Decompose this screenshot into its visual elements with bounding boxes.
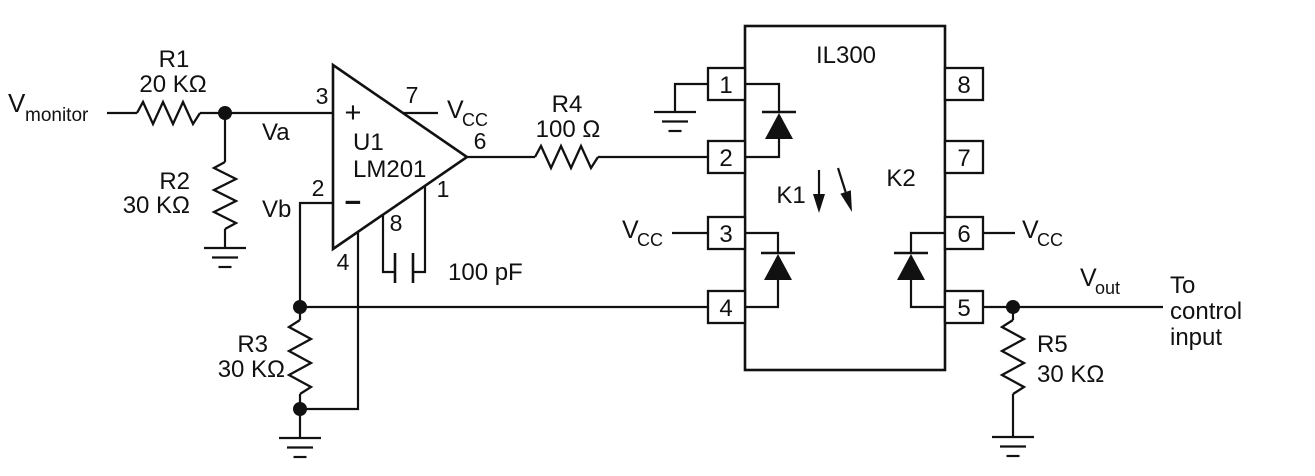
vcc-label-pin3: V bbox=[622, 216, 639, 244]
il300-pin-box-1 bbox=[706, 66, 747, 102]
led-diode-icon bbox=[762, 110, 796, 139]
r3-ref: R3 bbox=[237, 331, 268, 358]
vcc-subscript-pin6: CC bbox=[1037, 230, 1063, 250]
r1-resistor-icon bbox=[135, 99, 201, 127]
il300-pin-3-label: 3 bbox=[719, 221, 732, 248]
output-photodiode-icon bbox=[894, 251, 928, 280]
vb-node-label: Vb bbox=[262, 196, 291, 223]
opamp-ref: U1 bbox=[353, 129, 384, 156]
r4-resistor-icon bbox=[533, 143, 599, 171]
node-dot-vout bbox=[1006, 300, 1020, 314]
ground-icon bbox=[202, 246, 248, 269]
output-note-line1: To bbox=[1170, 272, 1195, 299]
opamp-pin3-label: 3 bbox=[316, 83, 329, 109]
opamp-pin8-label: 8 bbox=[390, 210, 403, 236]
opamp-pin1-label: 1 bbox=[437, 176, 450, 202]
light-arrow-icon bbox=[813, 170, 825, 213]
v-monitor-label: V bbox=[8, 88, 26, 118]
r4-ref: R4 bbox=[552, 91, 583, 118]
il300-pin-4-label: 4 bbox=[719, 295, 732, 322]
il300-pin-7-label: 7 bbox=[957, 145, 970, 172]
opamp-pin4-label: 4 bbox=[337, 249, 350, 275]
il300-pin-1-label: 1 bbox=[719, 72, 732, 99]
il300-k1-label: K1 bbox=[776, 182, 805, 209]
light-arrow-icon bbox=[836, 167, 852, 212]
node-dot-r3-ground bbox=[293, 402, 307, 416]
output-note-line3: input bbox=[1170, 324, 1222, 351]
ground-icon bbox=[277, 436, 323, 459]
il300-pin-6-label: 6 bbox=[957, 221, 970, 248]
v-out-label: V bbox=[1080, 264, 1097, 292]
il300-pin-box-5 bbox=[943, 289, 985, 325]
r5-ref: R5 bbox=[1037, 331, 1068, 358]
r1-ref: R1 bbox=[159, 46, 190, 73]
il300-optocoupler: IL300 1 2 3 4 8 7 6 5 bbox=[706, 24, 985, 372]
il300-k2-label: K2 bbox=[886, 165, 915, 192]
il300-pin-box-4 bbox=[706, 289, 747, 325]
ground-symbols bbox=[202, 110, 1036, 459]
net-labels: V monitor Va Vb V CC V CC V CC V out To … bbox=[8, 88, 1242, 351]
opamp-u1: + − U1 LM201 3 2 7 6 1 8 4 bbox=[312, 62, 487, 275]
opamp-plus-sign: + bbox=[345, 97, 362, 129]
r3-resistor-icon bbox=[286, 319, 314, 395]
ground-icon bbox=[990, 435, 1036, 458]
va-node-label: Va bbox=[262, 119, 290, 146]
vcc-subscript-opamp: CC bbox=[462, 110, 488, 130]
vcc-subscript-pin3: CC bbox=[637, 230, 663, 250]
resistors bbox=[135, 99, 1027, 395]
vcc-label-pin6: V bbox=[1022, 216, 1039, 244]
opamp-pin7-label: 7 bbox=[406, 82, 419, 108]
opamp-pin2-label: 2 bbox=[312, 175, 325, 201]
node-dot-va bbox=[218, 106, 232, 120]
r5-resistor-icon bbox=[999, 319, 1027, 395]
il300-pin-2-label: 2 bbox=[719, 145, 732, 172]
opamp-minus-sign: − bbox=[345, 187, 362, 219]
opamp-triangle-icon bbox=[331, 62, 470, 252]
il300-pin-box-3 bbox=[706, 215, 747, 251]
opamp-pin6-label: 6 bbox=[474, 128, 487, 154]
r2-value: 30 KΩ bbox=[123, 192, 190, 219]
il300-pin-box-6 bbox=[943, 215, 985, 251]
v-out-subscript: out bbox=[1095, 278, 1120, 298]
il300-body bbox=[743, 24, 947, 372]
capacitor-c1: 100 pF bbox=[393, 253, 523, 286]
il300-pin-box-2 bbox=[706, 139, 747, 175]
opamp-part-number: LM201 bbox=[353, 156, 426, 183]
servo-photodiode-icon bbox=[761, 251, 795, 280]
r2-ref: R2 bbox=[159, 168, 190, 195]
output-note-line2: control bbox=[1170, 298, 1242, 325]
junction-dots bbox=[218, 106, 1020, 416]
r3-value: 30 KΩ bbox=[218, 356, 285, 383]
r4-value: 100 Ω bbox=[536, 116, 601, 143]
il300-pin-box-7 bbox=[943, 139, 985, 175]
r1-value: 20 KΩ bbox=[139, 71, 206, 98]
ground-icon bbox=[652, 110, 698, 133]
v-monitor-subscript: monitor bbox=[25, 105, 89, 126]
node-dot-vb-feedback bbox=[293, 300, 307, 314]
r5-value: 30 KΩ bbox=[1037, 361, 1104, 388]
il300-name: IL300 bbox=[816, 42, 876, 69]
il300-pin-8-label: 8 bbox=[957, 72, 970, 99]
il300-pin-5-label: 5 bbox=[957, 295, 970, 322]
r2-resistor-icon bbox=[211, 160, 239, 231]
il300-pin-box-8 bbox=[943, 66, 985, 102]
vcc-label-opamp: V bbox=[447, 96, 464, 124]
capacitor-value: 100 pF bbox=[448, 259, 523, 286]
component-labels: R1 20 KΩ R2 30 KΩ R3 30 KΩ R4 100 Ω R5 3… bbox=[123, 46, 1105, 388]
